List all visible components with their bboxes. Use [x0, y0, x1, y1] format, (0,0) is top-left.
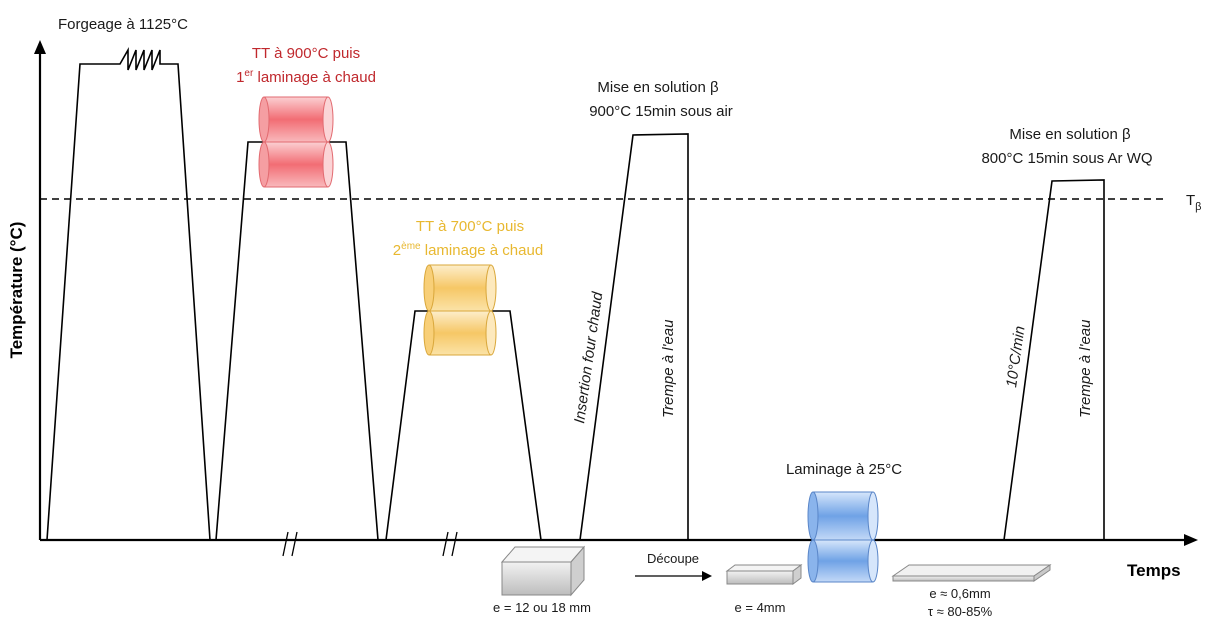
cut-label: Découpe [647, 551, 699, 566]
cut-arrow [635, 571, 712, 581]
axes [34, 40, 1198, 546]
x-axis-label: Temps [1127, 561, 1181, 580]
t-beta-label: Tβ [1186, 192, 1202, 213]
solution1-profile [579, 133, 689, 541]
tt1-profile [215, 141, 379, 541]
quench1-annotation: Trempe à l'eau [660, 319, 677, 418]
solution1-line1: Mise en solution β [597, 79, 719, 96]
y-axis-label: Température (°C) [7, 222, 26, 359]
axis-break-1 [282, 531, 298, 557]
tt1-line1: TT à 900°C puis [252, 45, 360, 62]
sample-thick-label: e = 12 ou 18 mm [493, 600, 591, 615]
sample-block-thick [500, 545, 586, 597]
insertion-annotation: Insertion four chaud [571, 290, 606, 424]
solution1-line2: 900°C 15min sous air [589, 103, 733, 120]
sample-thin-tau: τ ≈ 80-85% [928, 604, 993, 619]
x-axis-arrow [1184, 534, 1198, 546]
forging-label: Forgeage à 1125°C [58, 16, 188, 33]
t-beta-subscript: β [1195, 201, 1201, 213]
quench2-annotation: Trempe à l'eau [1077, 319, 1094, 418]
y-axis-arrow [34, 40, 46, 54]
roller-gold [423, 264, 497, 356]
solution2-profile [1003, 179, 1105, 541]
tt1-line2: 1er laminage à chaud [236, 68, 376, 86]
roller-blue [807, 491, 879, 583]
solution2-line2: 800°C 15min sous Ar WQ [981, 150, 1152, 167]
tt2-line1: TT à 700°C puis [416, 218, 524, 235]
cold-rolling-label: Laminage à 25°C [786, 461, 902, 478]
tt2-line2: 2ème laminage à chaud [393, 241, 543, 259]
forging-profile [46, 46, 211, 541]
axis-break-2 [442, 531, 458, 557]
sample-plate-thin [891, 564, 1052, 582]
sample-thin-e: e ≈ 0,6mm [929, 586, 990, 601]
roller-red [258, 96, 334, 188]
solution2-line1: Mise en solution β [1009, 126, 1131, 143]
sample-mid-label: e = 4mm [735, 600, 786, 615]
sample-block-mid [725, 564, 803, 585]
